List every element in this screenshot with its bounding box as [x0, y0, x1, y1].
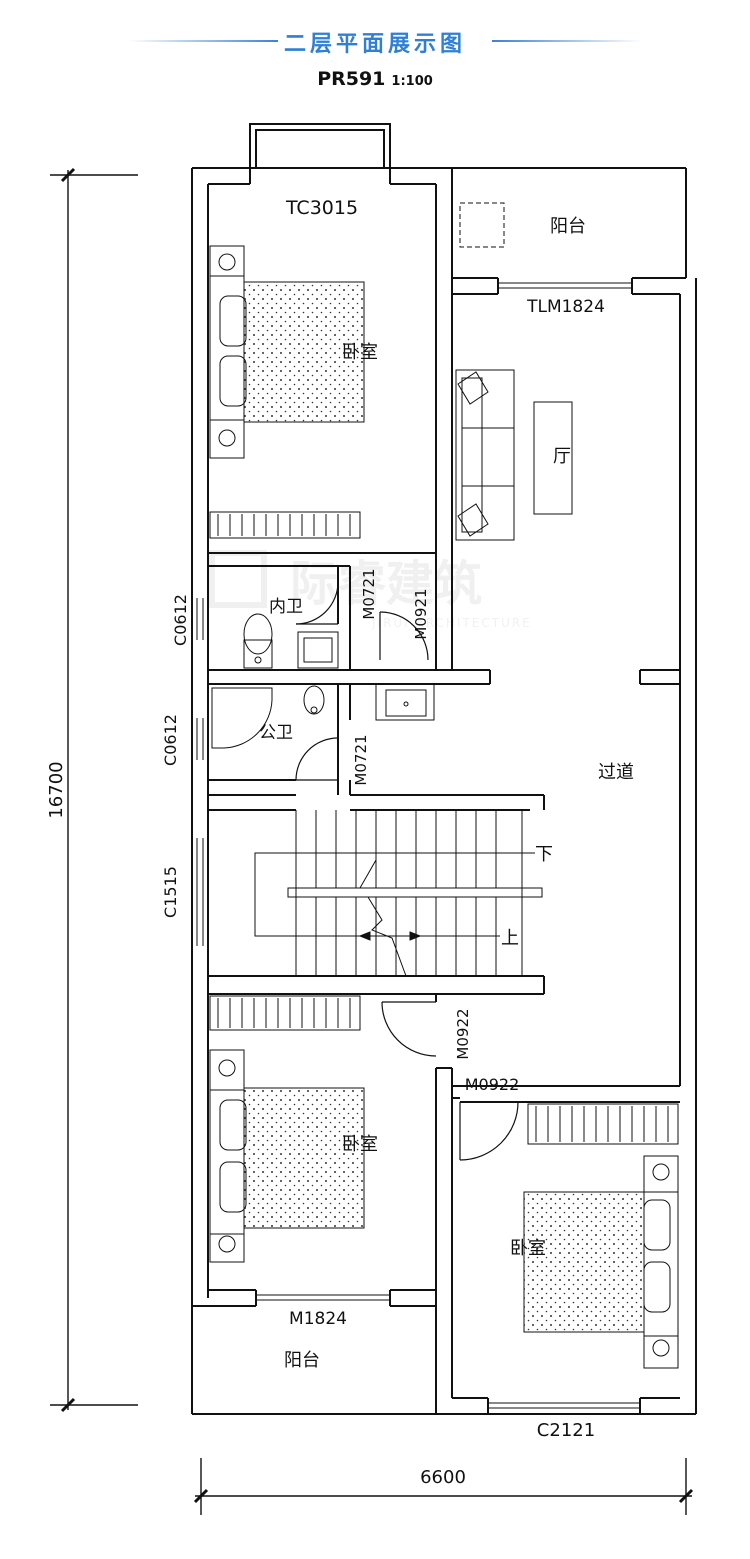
label-balcony-bottom: 阳台: [284, 1350, 320, 1371]
dim-width: 6600: [420, 1467, 466, 1488]
label-m0922-stair: M0922: [454, 1008, 472, 1059]
label-bedroom-left: 卧室: [342, 1134, 378, 1155]
exterior-walls: [191, 123, 697, 1415]
labels: 16700 6600 TC3015 阳台 TLM1824 卧室 厅 内卫 公卫 …: [46, 197, 634, 1488]
bed-left-bottom: [209, 1049, 365, 1263]
window-c0612-b: [196, 718, 204, 760]
tv-cabinet: [533, 401, 573, 515]
title-rule-right: [492, 40, 642, 42]
bed-top: [209, 245, 365, 459]
window-c1515: [196, 838, 204, 946]
label-tc3015: TC3015: [285, 197, 358, 219]
label-m1824: M1824: [289, 1309, 347, 1329]
watermark-sub: JIRUI ARCHITECTURE: [371, 616, 532, 630]
label-c0612-b: C0612: [161, 714, 180, 766]
wardrobe-top: [209, 511, 361, 539]
window-c0612-a: [196, 598, 204, 640]
label-m0921: M0921: [412, 588, 430, 639]
label-hall: 厅: [553, 446, 571, 467]
dimension-vertical: [50, 167, 138, 1413]
door-m0922-stair: [381, 1001, 437, 1057]
plan-scale: 1:100: [391, 74, 433, 89]
sofa: [455, 369, 515, 541]
label-inner-bath: 内卫: [269, 597, 303, 617]
wardrobe-right: [527, 1103, 679, 1145]
toilet-inner: [243, 613, 273, 669]
label-bedroom-right: 卧室: [510, 1238, 546, 1259]
door-m1824: [256, 1294, 390, 1301]
washbasin: [375, 683, 435, 721]
staircase: [254, 810, 543, 977]
label-balcony-top: 阳台: [550, 216, 586, 237]
label-m0721-inner: M0721: [360, 568, 378, 619]
plan-code: PR591: [317, 68, 386, 90]
label-m0721-public: M0721: [352, 734, 370, 785]
floor-drain: [459, 202, 505, 248]
header: 二层平面展示图 PR591 1:100: [0, 0, 750, 100]
door-tlm1824: [498, 282, 632, 289]
label-c2121: C2121: [537, 1420, 595, 1441]
door-m0922-bedroom: [459, 1101, 519, 1161]
label-public-bath: 公卫: [259, 723, 293, 743]
label-stair-down: 下: [535, 844, 553, 865]
shower: [211, 687, 273, 749]
bed-right: [523, 1155, 679, 1369]
dimension-horizontal: [193, 1458, 694, 1515]
label-corridor: 过道: [598, 762, 634, 783]
door-m0721-public: [295, 737, 339, 781]
label-tlm1824: TLM1824: [526, 297, 605, 317]
watermark-brand: 际睿建筑: [290, 556, 482, 612]
label-c1515: C1515: [161, 866, 180, 918]
label-bedroom-top: 卧室: [342, 342, 378, 363]
wardrobe-left-bottom: [209, 995, 361, 1031]
label-c0612-a: C0612: [171, 594, 190, 646]
window-c2121: [488, 1402, 640, 1409]
dim-depth: 16700: [46, 761, 67, 818]
title-rule-left: [128, 40, 278, 42]
plan-code-line: PR591 1:100: [0, 68, 750, 90]
door-m0921: [379, 611, 429, 661]
squat-toilet: [303, 685, 325, 715]
vanity-inner: [297, 631, 339, 669]
page-title: 二层平面展示图: [283, 32, 466, 57]
label-stair-up: 上: [501, 928, 519, 949]
label-m0922-bedroom: M0922: [465, 1075, 520, 1094]
door-m0721-inner: [295, 581, 339, 625]
